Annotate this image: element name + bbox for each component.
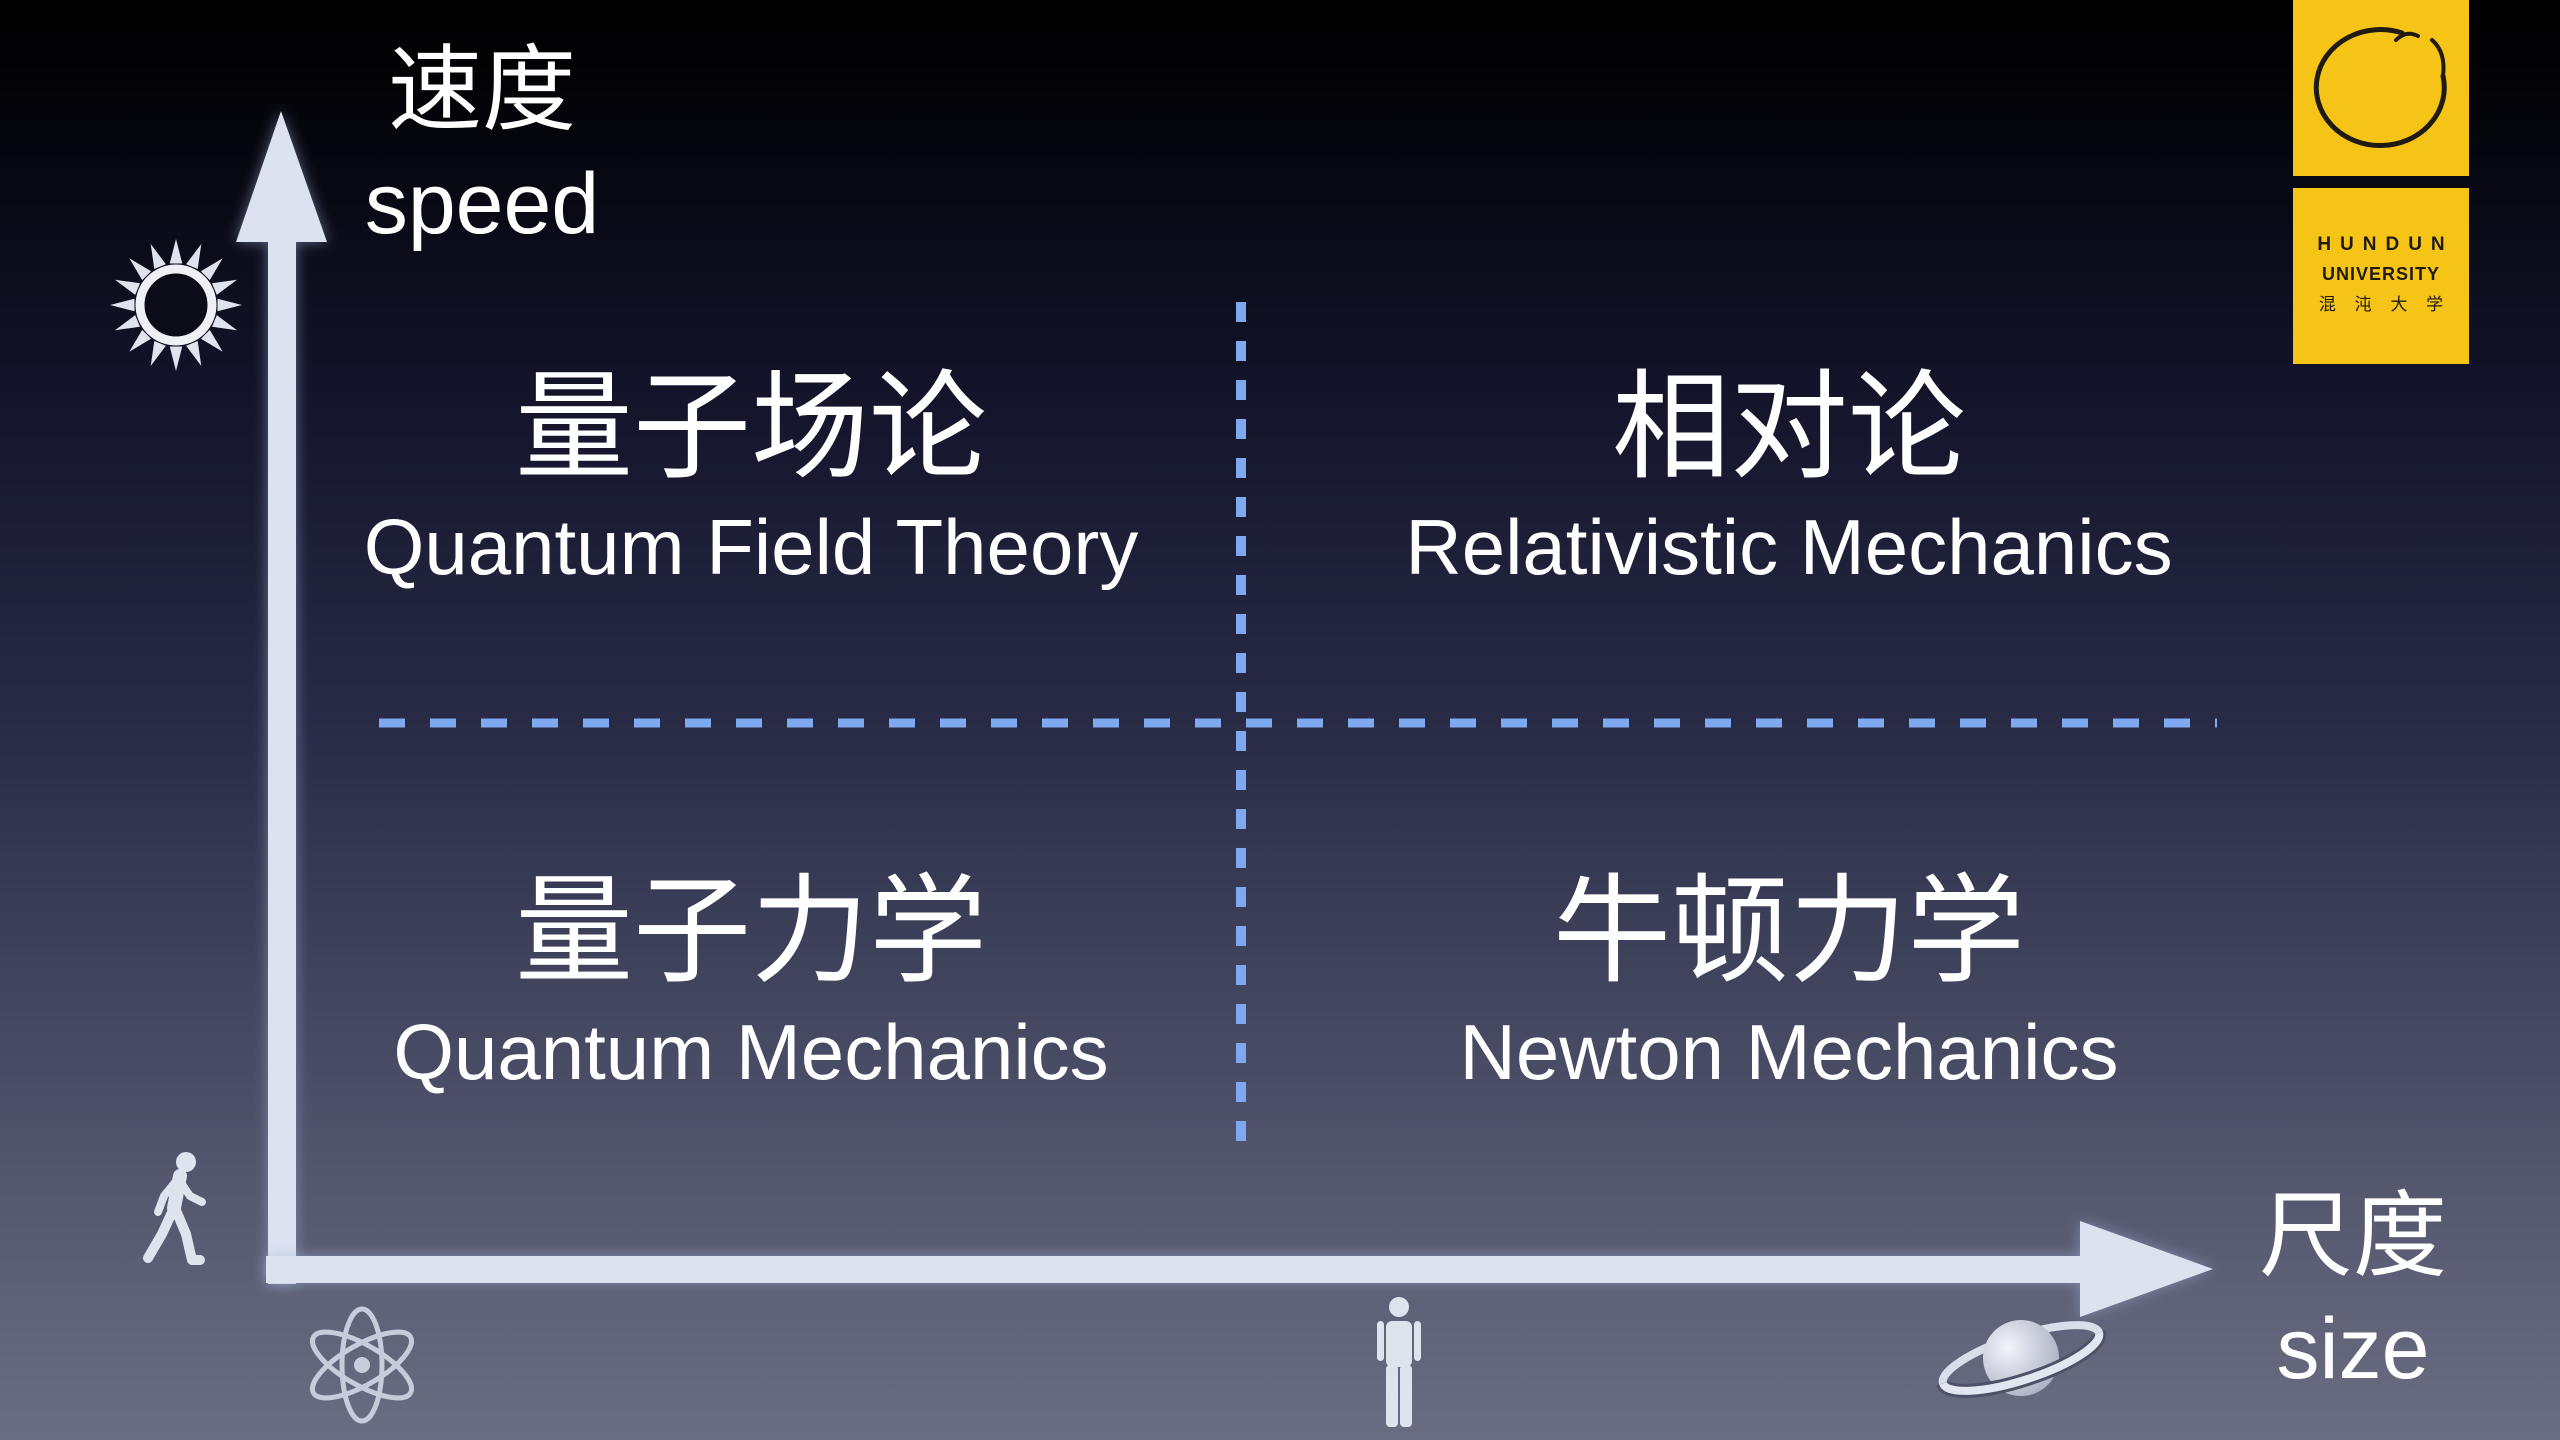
y-axis-label-zh: 速度 (387, 37, 576, 142)
logo-text-hundun: HUNDUN (2317, 234, 2454, 255)
quadrant-top-right-title-en: Relativistic Mechanics (1405, 503, 2173, 591)
logo-text-chinese: 混 沌 大 学 (2318, 295, 2451, 314)
y-axis-arrow (236, 111, 327, 1284)
quadrant-bottom-right-title-zh: 牛顿力学 (1552, 866, 2025, 998)
walking-person-icon (143, 1152, 206, 1265)
x-axis-arrow (266, 1221, 2213, 1317)
logo-lower-block (2293, 188, 2469, 364)
quadrant-top-left-title-zh: 量子场论 (514, 362, 987, 494)
sun-rays (110, 239, 242, 371)
logo-text-university: UNIVERSITY (2321, 264, 2441, 284)
enso-circle-icon (2313, 27, 2447, 149)
x-axis-label-en: size (2276, 1301, 2430, 1397)
quadrant-top-left-title-en: Quantum Field Theory (363, 503, 1139, 591)
y-axis-label-en: speed (364, 156, 600, 252)
sun-icon (110, 239, 242, 371)
quadrant-top-right-title-zh: 相对论 (1611, 362, 1966, 494)
quadrant-bottom-left-title-en: Quantum Mechanics (393, 1008, 1109, 1096)
planet-icon (1936, 1320, 2107, 1398)
quadrant-bottom-right-title-en: Newton Mechanics (1459, 1008, 2119, 1096)
sun-disc (135, 264, 217, 346)
atom-icon (309, 1306, 415, 1424)
hundun-university-logo (2293, 0, 2469, 364)
x-axis-label-zh: 尺度 (2258, 1183, 2447, 1288)
quadrant-bottom-left-title-zh: 量子力学 (514, 866, 987, 998)
standing-person-icon (1377, 1297, 1421, 1427)
